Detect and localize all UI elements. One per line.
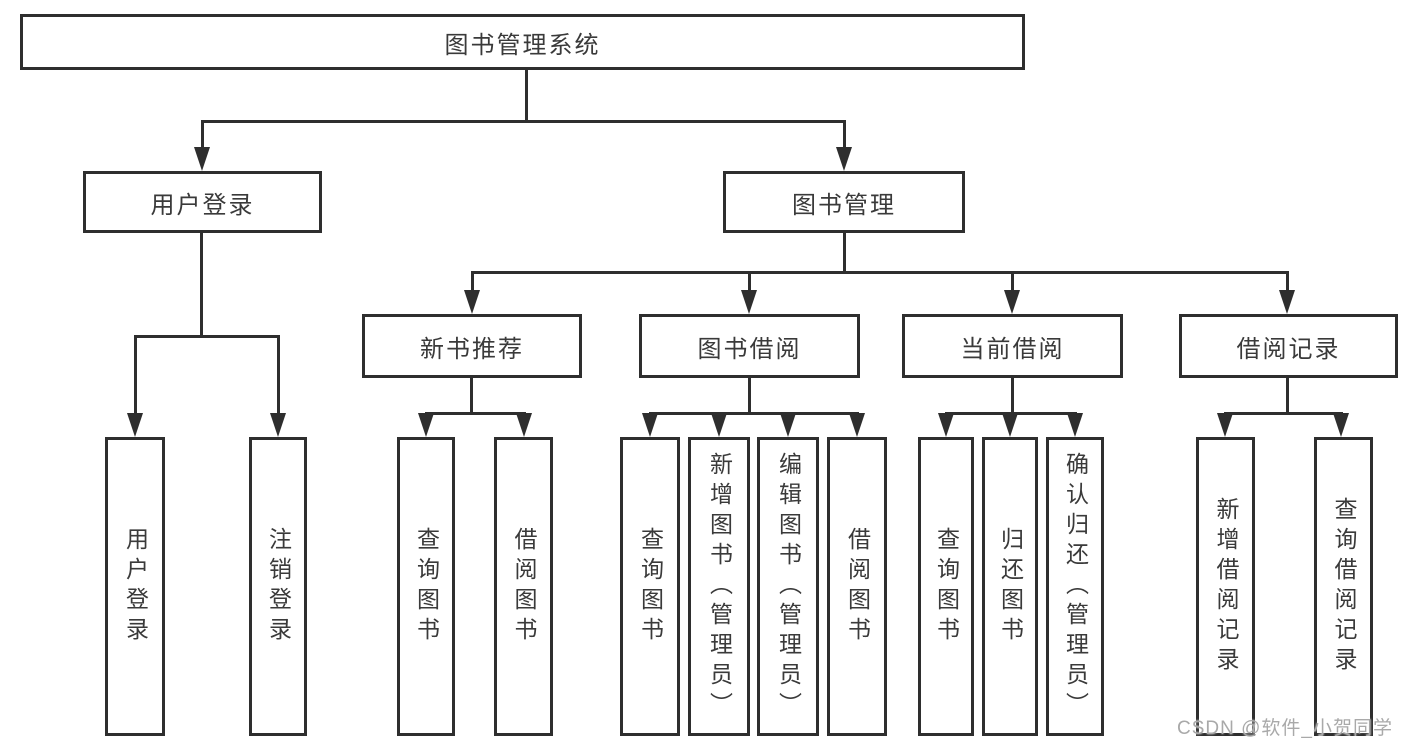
node-label: 新书推荐 [420, 335, 524, 363]
node-library-management-system: 图书管理系统 [20, 14, 1025, 70]
connector-line [1011, 271, 1014, 291]
connector-line [748, 271, 751, 291]
arrow-down-icon [938, 413, 954, 437]
connector-line [748, 378, 751, 412]
leaf-query-borrow-record: 查询借阅记录 [1314, 437, 1373, 736]
leaf-return-books: 归还图书 [982, 437, 1038, 736]
connector-line [1011, 378, 1014, 412]
connector-line [843, 233, 846, 271]
node-borrowing-records: 借阅记录 [1179, 314, 1398, 378]
connector-line [1286, 271, 1289, 291]
node-current-borrowing: 当前借阅 [902, 314, 1123, 378]
leaf-borrow-books-recommend: 借阅图书 [494, 437, 553, 736]
node-label: 图书管理系统 [444, 31, 601, 59]
node-label: 编辑图书（管理员） [775, 451, 802, 722]
arrow-down-icon [1002, 413, 1018, 437]
arrow-down-icon [741, 290, 757, 314]
leaf-add-books-admin: 新增图书（管理员） [688, 437, 750, 736]
leaf-edit-books-admin: 编辑图书（管理员） [757, 437, 819, 736]
arrow-down-icon [780, 413, 796, 437]
node-label: 图书管理 [792, 191, 896, 219]
leaf-logout: 注销登录 [249, 437, 307, 736]
arrow-down-icon [711, 413, 727, 437]
arrow-down-icon [1004, 290, 1020, 314]
node-label: 新增图书（管理员） [706, 451, 733, 722]
node-label: 查询图书 [413, 526, 440, 647]
node-new-book-recommend: 新书推荐 [362, 314, 582, 378]
leaf-query-books-borrowing: 查询图书 [620, 437, 680, 736]
node-label: 确认归还（管理员） [1062, 451, 1089, 722]
connector-line [843, 120, 846, 153]
connector-line [200, 233, 203, 335]
arrow-down-icon [1217, 413, 1233, 437]
connector-line [471, 271, 474, 291]
connector-line [425, 412, 526, 415]
node-label: 借阅图书 [844, 526, 871, 647]
node-label: 图书借阅 [697, 335, 802, 363]
node-label: 当前借阅 [960, 335, 1065, 363]
connector-line [1286, 378, 1289, 412]
arrow-down-icon [270, 413, 286, 437]
leaf-user-login: 用户登录 [105, 437, 165, 736]
node-book-borrowing: 图书借阅 [639, 314, 860, 378]
node-label: 新增借阅记录 [1213, 496, 1239, 677]
leaf-borrow-books-borrowing: 借阅图书 [827, 437, 887, 736]
arrow-down-icon [194, 147, 210, 171]
node-book-management: 图书管理 [723, 171, 965, 233]
csdn-watermark: CSDN @软件_小贺同学 [1177, 718, 1393, 739]
arrow-down-icon [849, 413, 865, 437]
arrow-down-icon [836, 147, 852, 171]
connector-line [525, 70, 528, 120]
leaf-add-borrow-record: 新增借阅记录 [1196, 437, 1255, 736]
connector-line [201, 120, 204, 153]
leaf-query-books-recommend: 查询图书 [397, 437, 455, 736]
connector-line [1224, 412, 1343, 415]
arrow-down-icon [642, 413, 658, 437]
connector-line [134, 335, 137, 415]
connector-line [471, 271, 1289, 274]
arrow-down-icon [1279, 290, 1295, 314]
leaf-confirm-return-admin: 确认归还（管理员） [1046, 437, 1104, 736]
connector-line [277, 335, 280, 415]
node-label: 查询图书 [933, 526, 960, 647]
arrow-down-icon [418, 413, 434, 437]
node-label: 用户登录 [150, 191, 255, 219]
leaf-query-books-current: 查询图书 [918, 437, 974, 736]
node-label: 借阅图书 [511, 526, 537, 647]
node-user-login: 用户登录 [83, 171, 322, 233]
node-label: 借阅记录 [1236, 335, 1341, 363]
arrow-down-icon [1067, 413, 1083, 437]
node-label: 查询借阅记录 [1331, 496, 1357, 677]
arrow-down-icon [127, 413, 143, 437]
connector-line [649, 412, 859, 415]
connector-line [134, 335, 280, 338]
node-label: 归还图书 [997, 526, 1024, 647]
node-label: 查询图书 [637, 526, 664, 647]
node-label: 用户登录 [122, 526, 149, 647]
connector-line [201, 120, 845, 123]
connector-line [470, 378, 473, 412]
arrow-down-icon [464, 290, 480, 314]
arrow-down-icon [1333, 413, 1349, 437]
node-label: 注销登录 [265, 526, 292, 647]
arrow-down-icon [516, 413, 532, 437]
